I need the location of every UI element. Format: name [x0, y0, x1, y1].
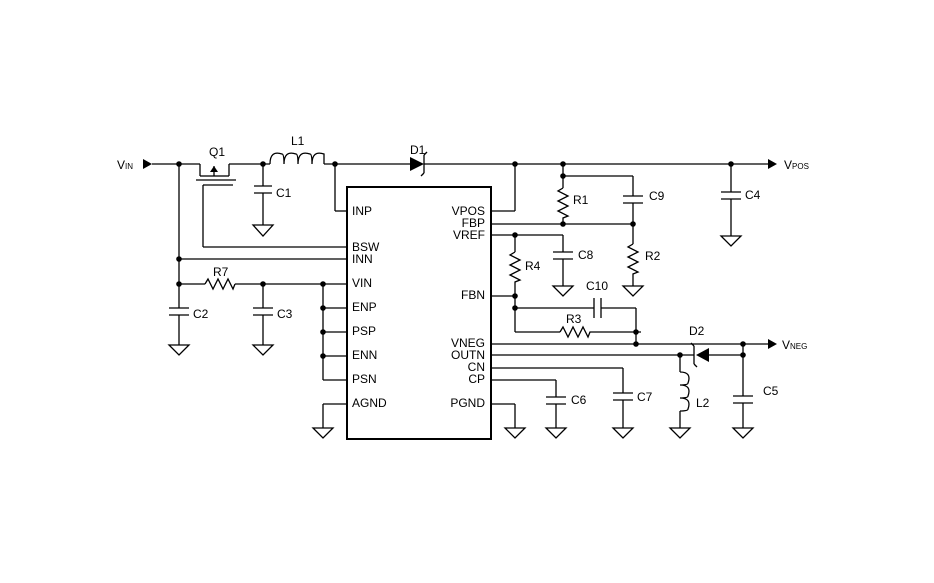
- pin-enn: ENN: [352, 348, 377, 362]
- ground-icon: [668, 427, 692, 439]
- r1-label: R1: [573, 193, 589, 207]
- c7-capacitor: [613, 392, 633, 428]
- vneg-label: VNEG: [782, 338, 807, 352]
- ground-icon: [503, 427, 527, 439]
- d1-label: D1: [410, 143, 426, 157]
- pin-fbp: FBP: [462, 216, 485, 230]
- pin-fbn: FBN: [461, 288, 485, 302]
- ground-icon: [731, 427, 755, 439]
- pin-psp: PSP: [352, 324, 376, 338]
- pin-pgnd: PGND: [450, 396, 485, 410]
- l2-inductor: [679, 371, 690, 428]
- ic-body: [346, 186, 492, 440]
- c6-capacitor: [546, 396, 566, 428]
- c9-label: C9: [649, 189, 665, 203]
- junction: [633, 329, 639, 335]
- r4-resistor: [508, 251, 522, 297]
- c3-capacitor: [253, 307, 273, 345]
- l1-inductor: [269, 152, 325, 165]
- pin-agnd: AGND: [352, 396, 387, 410]
- d2-diode: [690, 342, 709, 368]
- c2-label: C2: [193, 307, 209, 321]
- c5-capacitor: [733, 395, 753, 428]
- junction: [630, 221, 636, 227]
- pin-bsw: BSW: [352, 240, 380, 254]
- q1-label: Q1: [209, 145, 225, 159]
- c3-label: C3: [277, 307, 293, 321]
- vneg-arrow-icon: [768, 339, 777, 349]
- pin-psn: PSN: [352, 372, 377, 386]
- ground-icon: [167, 344, 191, 356]
- q1-transistor: [196, 163, 270, 186]
- ground-icon: [251, 224, 275, 237]
- vpos-label: VPOS: [784, 158, 809, 172]
- pin-vneg: VNEG: [451, 336, 485, 350]
- r3-label: R3: [566, 312, 582, 326]
- pin-inp: INP: [352, 204, 372, 218]
- pin-enp: ENP: [352, 300, 377, 314]
- c1-label: C1: [276, 186, 292, 200]
- r4-label: R4: [525, 259, 541, 273]
- ground-icon: [719, 235, 743, 247]
- junction: [320, 353, 326, 359]
- c4-capacitor: [721, 191, 741, 236]
- vin-arrow-icon: [143, 159, 152, 169]
- pin-outn: OUTN: [451, 348, 485, 362]
- l1-label: L1: [291, 134, 305, 148]
- r2-resistor: [626, 243, 640, 286]
- pin-vin: VIN: [352, 276, 372, 290]
- pin-vpos: VPOS: [452, 204, 485, 218]
- c8-label: C8: [578, 248, 594, 262]
- ground-icon: [544, 427, 568, 439]
- r7-resistor: [204, 277, 236, 291]
- r7-label: R7: [213, 265, 229, 279]
- l2-label: L2: [696, 396, 710, 410]
- c9-capacitor: [623, 195, 643, 204]
- pin-inn: INN: [352, 252, 373, 266]
- ground-icon: [611, 427, 635, 439]
- c10-label: C10: [586, 279, 608, 293]
- r1-resistor: [556, 187, 570, 226]
- junction: [633, 341, 639, 347]
- c6-label: C6: [571, 393, 587, 407]
- c4-label: C4: [745, 188, 761, 202]
- c2-capacitor: [169, 307, 189, 345]
- pin-cn: CN: [468, 360, 485, 374]
- junction: [560, 221, 566, 227]
- pin-cp: CP: [468, 372, 485, 386]
- ground-icon: [311, 427, 335, 439]
- pin-vref: VREF: [453, 228, 485, 242]
- vin-label: VIN: [117, 158, 133, 172]
- c8-capacitor: [553, 251, 573, 286]
- ground-icon: [551, 285, 575, 297]
- r2-label: R2: [645, 249, 661, 263]
- r3-resistor: [559, 325, 641, 339]
- junction: [320, 329, 326, 335]
- ground-icon: [251, 344, 275, 356]
- c5-label: C5: [763, 384, 779, 398]
- vpos-arrow-icon: [768, 159, 777, 169]
- ground-icon: [621, 285, 645, 297]
- c7-label: C7: [637, 390, 653, 404]
- d2-label: D2: [689, 324, 705, 338]
- c1-capacitor: [254, 185, 272, 225]
- c10-capacitor: [593, 298, 602, 318]
- junction: [320, 305, 326, 311]
